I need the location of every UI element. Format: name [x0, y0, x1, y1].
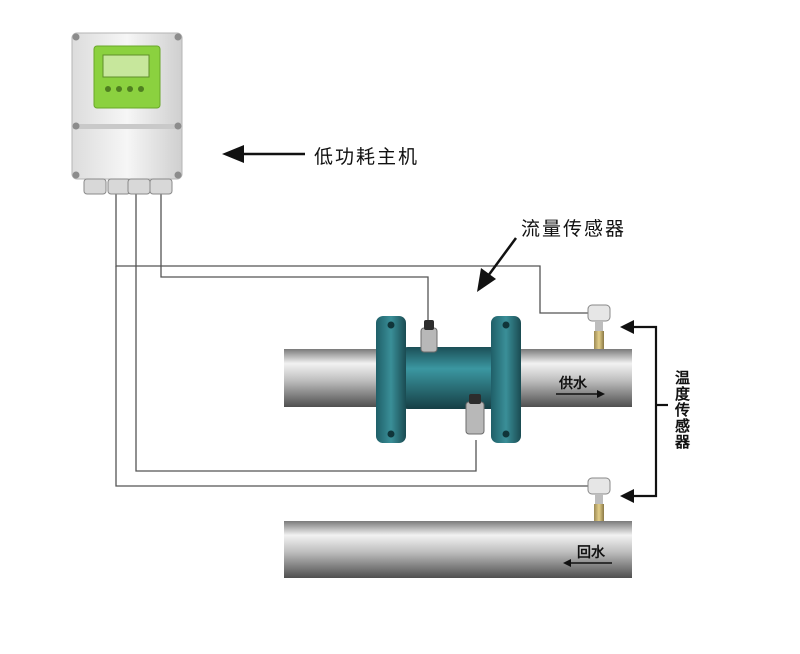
bracket-arrow-lower [620, 489, 634, 503]
temperature-sensor-bracket [632, 325, 668, 498]
return-water-label: 回水 [577, 545, 605, 561]
lower-transducer-icon [465, 394, 485, 435]
wire-supply-temp [115, 190, 590, 314]
wire-flow-upper [160, 190, 429, 328]
host-display-icon [102, 54, 150, 78]
bracket-arrow-upper [620, 320, 634, 334]
host-keypad-icon [105, 86, 144, 92]
flow-meter [376, 316, 521, 443]
supply-water-label: 供水 [559, 376, 587, 392]
signal-wires [115, 190, 590, 487]
wire-flow-lower [135, 190, 477, 472]
host-unit-label: 低功耗主机 [314, 146, 420, 168]
temperature-sensor-label: 温度传感器 [673, 370, 691, 450]
upper-transducer-icon [420, 320, 438, 353]
flow-sensor-label: 流量传感器 [521, 218, 627, 240]
cable-glands [83, 178, 173, 195]
host-pointer-arrow [222, 145, 305, 163]
flow-sensor-pointer-arrow [477, 237, 518, 292]
return-temperature-probe [587, 477, 611, 521]
host-unit [71, 32, 183, 195]
supply-flow-arrow [556, 390, 605, 398]
supply-temperature-probe [587, 304, 611, 349]
wire-return-temp [115, 266, 590, 487]
return-flow-arrow [563, 559, 612, 567]
return-pipe [284, 521, 632, 578]
